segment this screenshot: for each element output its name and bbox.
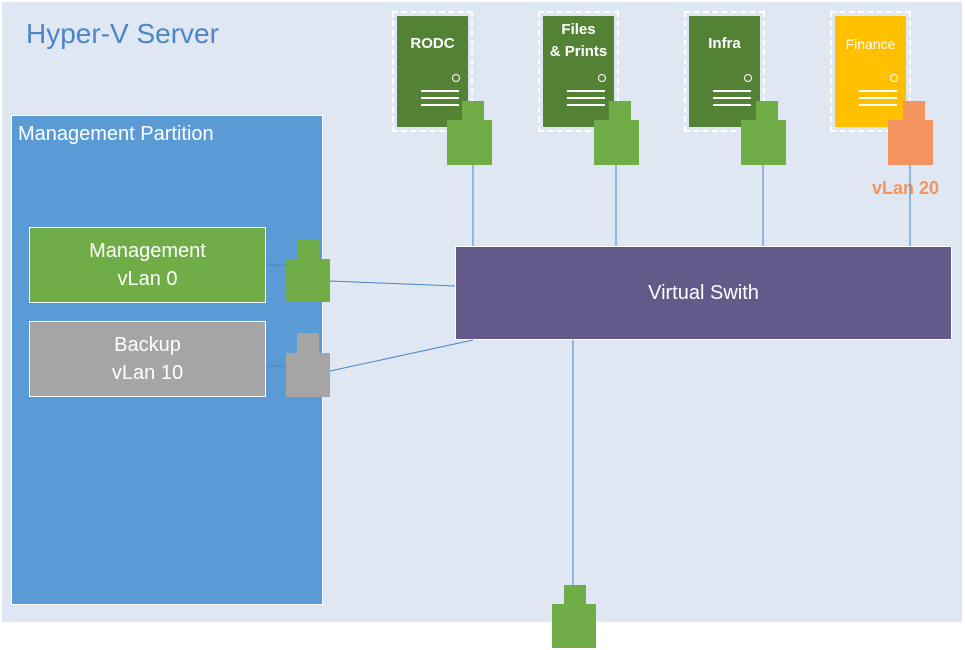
drive-bays-icon — [567, 90, 605, 111]
vm-finance-name: Finance — [845, 36, 896, 52]
server-icon: Infra — [689, 16, 760, 127]
server-icon: RODC — [397, 16, 468, 127]
drive-bays-icon — [859, 90, 897, 111]
network-port-icon — [447, 101, 492, 165]
link-backup-switch — [329, 339, 474, 372]
links — [266, 165, 911, 585]
status-led-icon — [890, 74, 898, 82]
server-icon: Finance — [835, 16, 906, 127]
status-led-icon — [744, 74, 752, 82]
drive-bays-icon — [713, 90, 751, 111]
backup-nic-name: Backup — [114, 334, 181, 356]
vm-rodc: RODC — [392, 11, 473, 132]
network-port-icon — [286, 240, 330, 302]
network-port-icon — [741, 101, 786, 165]
backup-nic: Backup vLan 10 — [29, 321, 266, 397]
link-mgmt-switch — [329, 280, 456, 287]
vm-files-prints-name-line1: Files — [561, 21, 596, 38]
network-port-icon — [552, 585, 596, 648]
drive-bays-icon — [421, 90, 459, 111]
vm-finance: Finance — [830, 11, 911, 132]
network-port-icon — [286, 333, 330, 397]
status-led-icon — [598, 74, 606, 82]
network-port-icon — [594, 101, 639, 165]
network-port-icon — [888, 101, 933, 165]
server-icon: Files & Prints — [543, 16, 614, 127]
diagram-title: Hyper-V Server — [26, 18, 219, 49]
vm-infra-name: Infra — [708, 35, 741, 52]
management-nic-vlan: vLan 0 — [117, 268, 178, 290]
virtual-switch: Virtual Swith — [455, 246, 952, 340]
vlan-20-tag: vLan 20 — [872, 178, 940, 198]
management-nic-name: Management — [89, 240, 206, 262]
vm-files-prints-name-line2: & Prints — [549, 43, 608, 60]
virtual-switch-label: Virtual Swith — [648, 281, 759, 304]
vm-infra: Infra — [684, 11, 765, 132]
status-led-icon — [452, 74, 460, 82]
vm-rodc-name: RODC — [410, 35, 455, 52]
management-nic: Management vLan 0 — [29, 227, 266, 303]
management-partition-label: Management Partition — [18, 123, 214, 145]
vm-files-prints: Files & Prints — [538, 11, 619, 132]
backup-nic-vlan: vLan 10 — [111, 362, 184, 384]
